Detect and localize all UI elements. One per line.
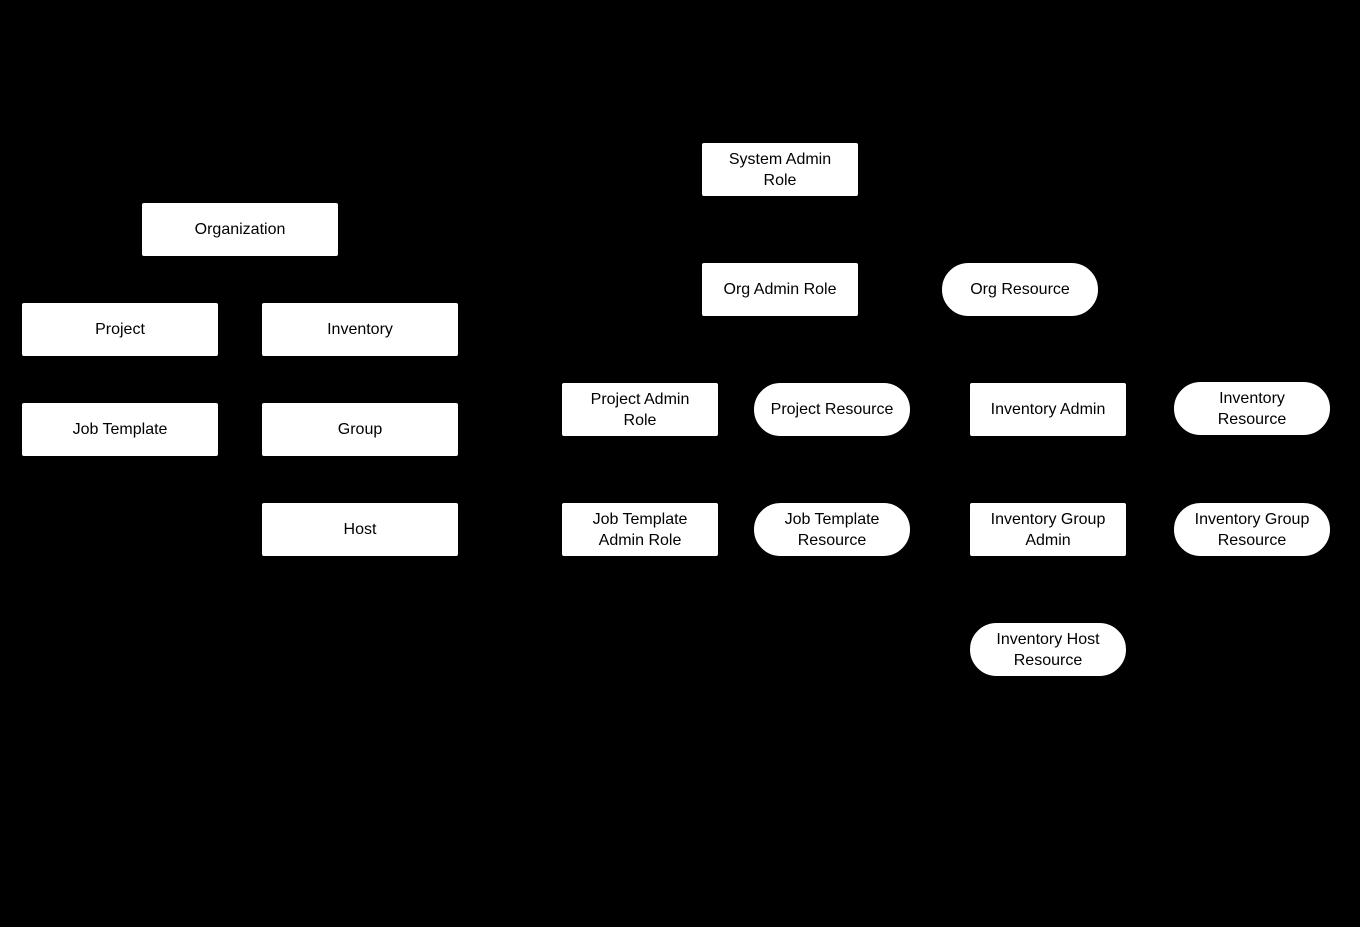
- node-host: Host: [261, 502, 459, 557]
- node-inventory-admin: Inventory Admin: [969, 382, 1127, 437]
- node-group: Group: [261, 402, 459, 457]
- node-inventory: Inventory: [261, 302, 459, 357]
- node-project-admin-role: Project Admin Role: [561, 382, 719, 437]
- node-inventory-host-resource: Inventory Host Resource: [969, 622, 1127, 677]
- node-org-resource: Org Resource: [941, 262, 1099, 317]
- node-system-admin-role: System Admin Role: [701, 142, 859, 197]
- node-job-template-admin-role: Job Template Admin Role: [561, 502, 719, 557]
- node-project-resource: Project Resource: [753, 382, 911, 437]
- node-inventory-group-admin: Inventory Group Admin: [969, 502, 1127, 557]
- node-job-template-resource: Job Template Resource: [753, 502, 911, 557]
- node-inventory-group-resource: Inventory Group Resource: [1173, 502, 1331, 557]
- node-job-template: Job Template: [21, 402, 219, 457]
- node-inventory-resource: Inventory Resource: [1173, 381, 1331, 436]
- node-project: Project: [21, 302, 219, 357]
- node-organization: Organization: [141, 202, 339, 257]
- node-org-admin-role: Org Admin Role: [701, 262, 859, 317]
